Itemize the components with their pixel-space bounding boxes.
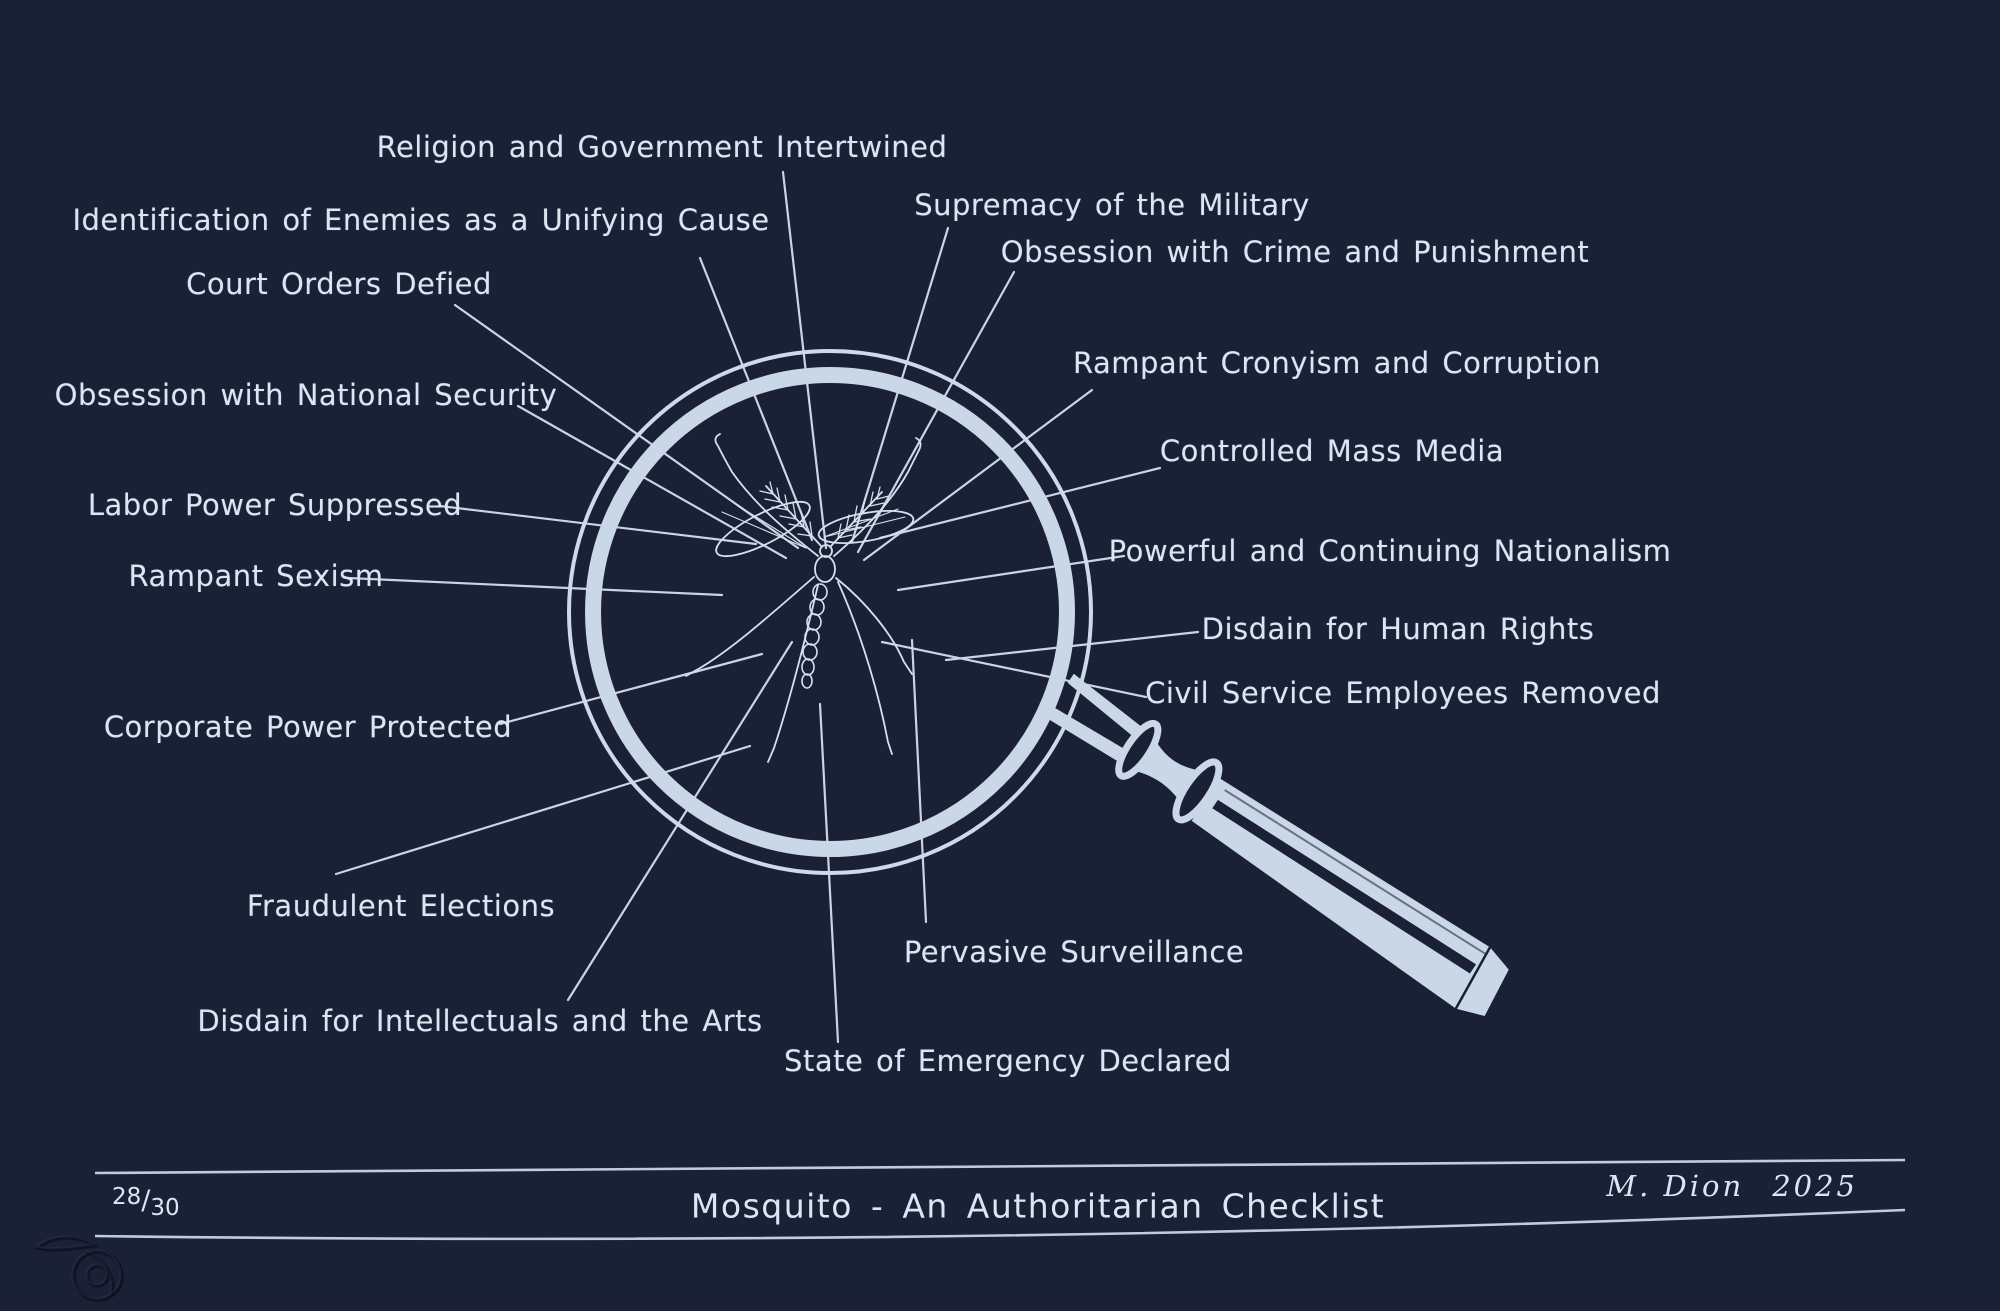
leader-line — [498, 652, 764, 726]
leader-line — [566, 640, 794, 1002]
mosquito-thorax — [814, 555, 836, 583]
diagram-label: Labor Power Suppressed — [87, 488, 463, 522]
plate-rule-top — [94, 1158, 1906, 1175]
handle-groove — [1212, 799, 1477, 974]
diagram-label: Controlled Mass Media — [1159, 434, 1505, 468]
edition-denominator: 30 — [150, 1195, 180, 1221]
leader-line — [880, 640, 1148, 699]
mosquito-antenna-left — [765, 485, 823, 548]
diagram-label: Court Orders Defied — [186, 267, 492, 301]
handle-end-cap — [1454, 946, 1492, 1010]
handle-facet-line — [1224, 789, 1487, 955]
title-plate-rules — [94, 1158, 1906, 1241]
diagram-label: Corporate Power Protected — [103, 710, 513, 744]
leader-line — [910, 638, 928, 924]
leader-line — [438, 504, 758, 546]
magnifier-handle — [1044, 673, 1509, 1017]
artist-signature: M. Dion 2025 — [1606, 1169, 1858, 1203]
edition-numerator: 28 — [112, 1184, 142, 1210]
diagram-label: State of Emergency Declared — [784, 1044, 1232, 1078]
diagram-label: Religion and Government Intertwined — [376, 130, 948, 164]
mosquito-illustration — [685, 433, 922, 763]
mosquito-legs — [685, 433, 922, 763]
handle-prong-bottom — [1044, 706, 1127, 762]
diagram-label: Disdain for Human Rights — [1201, 612, 1595, 646]
diagram-label: Rampant Cronyism and Corruption — [1072, 346, 1602, 380]
diagram-label: Pervasive Surveillance — [903, 935, 1245, 969]
mosquito-abdomen — [801, 583, 828, 689]
diagram-label: Powerful and Continuing Nationalism — [1108, 534, 1672, 568]
diagram-label: Identification of Enemies as a Unifying … — [72, 203, 770, 237]
leader-line — [346, 576, 724, 597]
leader-line — [878, 466, 1162, 540]
diagram-label: Obsession with National Security — [54, 378, 558, 412]
mosquito-wing-veins — [721, 504, 906, 549]
diagram-label: Rampant Sexism — [128, 559, 384, 593]
diagram-label: Obsession with Crime and Punishment — [1000, 235, 1590, 269]
leader-line — [516, 404, 788, 560]
embossing-stamp — [34, 1235, 124, 1302]
handle-waist — [1135, 741, 1200, 801]
diagram-label: Supremacy of the Military — [914, 188, 1310, 222]
plate-title: Mosquito - An Authoritarian Checklist — [690, 1186, 1386, 1226]
diagram-label: Civil Service Employees Removed — [1145, 676, 1661, 710]
signature-year: 2025 — [1772, 1169, 1858, 1203]
edition-slash: / — [141, 1185, 151, 1216]
leader-line — [781, 170, 828, 550]
signature-name: M. Dion — [1606, 1169, 1745, 1203]
leader-line — [334, 744, 752, 876]
leader-line — [698, 256, 814, 542]
mosquito-head — [819, 544, 833, 558]
edition-number: 28/30 — [112, 1182, 180, 1221]
lens-band — [585, 367, 1075, 857]
mosquito-wing-right — [817, 509, 915, 545]
magnifier — [567, 349, 1509, 1017]
mosquito-wing-left — [715, 500, 811, 558]
diagram-label: Fraudulent Elections — [246, 889, 556, 923]
handle-prong-top — [1067, 673, 1142, 738]
lens-outer-ring — [567, 349, 1093, 875]
diagram-label: Disdain for Intellectuals and the Arts — [197, 1004, 763, 1038]
plate-rule-bottom — [94, 1208, 1906, 1241]
